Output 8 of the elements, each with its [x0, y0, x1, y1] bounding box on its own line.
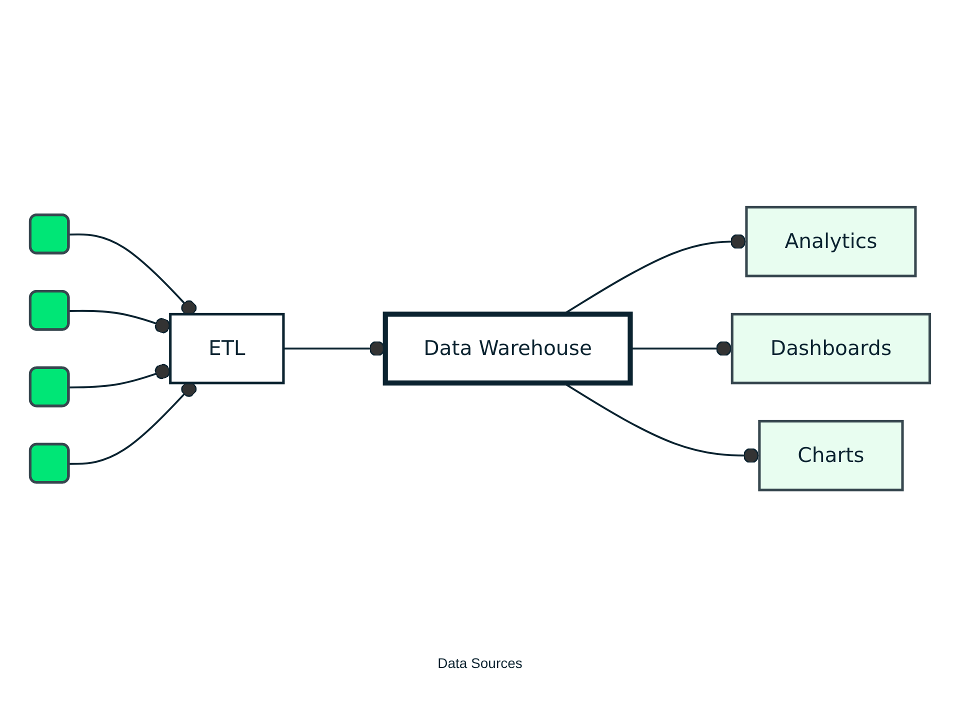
- node-box: ETL: [169, 313, 285, 385]
- node-box: Data Warehouse: [382, 312, 633, 386]
- node-box: Dashboards: [730, 313, 932, 385]
- group-label: Data Sources: [438, 655, 522, 671]
- connector: [69, 310, 171, 334]
- node-box: Charts: [758, 420, 904, 492]
- node-box: Analytics: [745, 206, 917, 278]
- connector: [69, 364, 171, 389]
